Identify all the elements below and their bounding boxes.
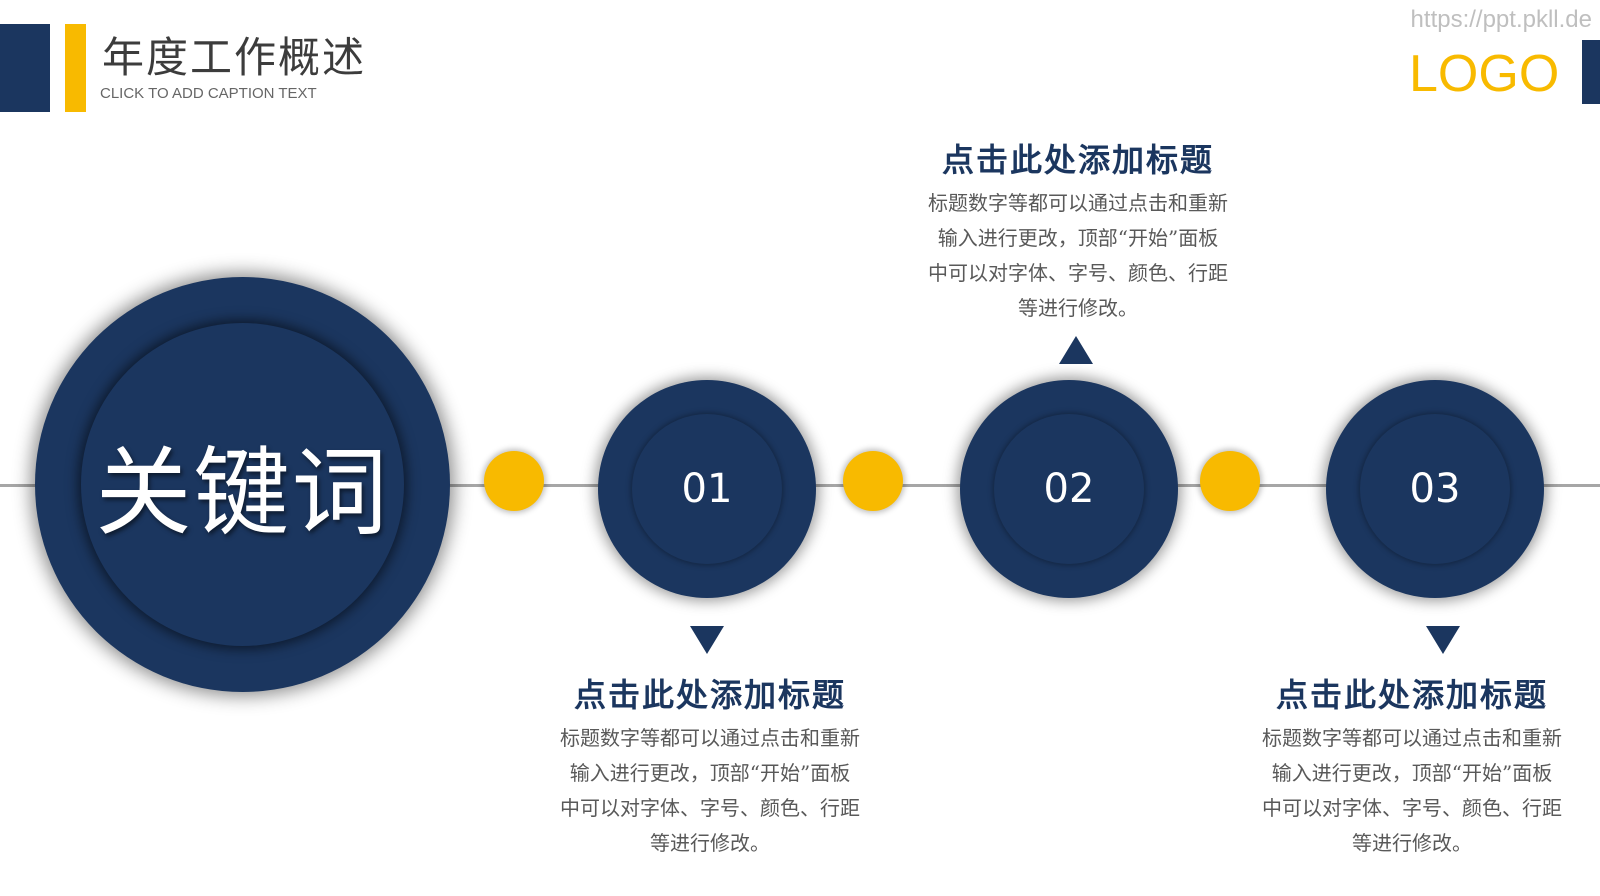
- block-line: 标题数字等都可以通过点击和重新: [560, 726, 860, 750]
- block-line: 输入进行更改，顶部“开始”面板: [937, 226, 1219, 250]
- block-line: 标题数字等都可以通过点击和重新: [1262, 726, 1562, 750]
- block-title[interactable]: 点击此处添加标题: [1275, 676, 1548, 714]
- block-title[interactable]: 点击此处添加标题: [573, 676, 846, 714]
- pointer-up-02: [1059, 336, 1093, 364]
- keyword-text: 关键词: [95, 437, 390, 549]
- timeline-node-02[interactable]: 02: [960, 380, 1178, 598]
- keyword-inner-circle: 关键词: [81, 323, 404, 646]
- block-line: 等进行修改。: [1352, 831, 1472, 855]
- block-line: 中可以对字体、字号、颜色、行距: [560, 796, 860, 820]
- logo-accent-bar: [1582, 40, 1600, 104]
- header-accent-blue: [0, 24, 50, 112]
- header-accent-yellow: [65, 24, 86, 112]
- block-body[interactable]: 标题数字等都可以通过点击和重新 输入进行更改，顶部“开始”面板 中可以对字体、字…: [530, 721, 890, 861]
- text-block-01[interactable]: 点击此处添加标题 标题数字等都可以通过点击和重新 输入进行更改，顶部“开始”面板…: [530, 673, 890, 861]
- text-block-03[interactable]: 点击此处添加标题 标题数字等都可以通过点击和重新 输入进行更改，顶部“开始”面板…: [1232, 673, 1592, 861]
- pointer-down-03: [1426, 626, 1460, 654]
- block-line: 标题数字等都可以通过点击和重新: [928, 191, 1228, 215]
- block-body[interactable]: 标题数字等都可以通过点击和重新 输入进行更改，顶部“开始”面板 中可以对字体、字…: [1232, 721, 1592, 861]
- text-block-02[interactable]: 点击此处添加标题 标题数字等都可以通过点击和重新 输入进行更改，顶部“开始”面板…: [898, 138, 1258, 326]
- block-body[interactable]: 标题数字等都可以通过点击和重新 输入进行更改，顶部“开始”面板 中可以对字体、字…: [898, 186, 1258, 326]
- block-line: 输入进行更改，顶部“开始”面板: [569, 761, 851, 785]
- node-number: 01: [681, 466, 733, 512]
- keyword-circle[interactable]: 关键词: [35, 277, 450, 692]
- watermark-url: https://ppt.pkll.de: [1410, 6, 1592, 33]
- timeline-dot-2: [843, 451, 903, 511]
- timeline-node-03[interactable]: 03: [1326, 380, 1544, 598]
- block-line: 输入进行更改，顶部“开始”面板: [1271, 761, 1553, 785]
- page-caption[interactable]: CLICK TO ADD CAPTION TEXT: [100, 85, 317, 102]
- block-line: 等进行修改。: [1018, 296, 1138, 320]
- node-number: 02: [1043, 466, 1095, 512]
- block-line: 中可以对字体、字号、颜色、行距: [928, 261, 1228, 285]
- page-title[interactable]: 年度工作概述: [102, 33, 367, 82]
- block-line: 等进行修改。: [650, 831, 770, 855]
- node-number: 03: [1409, 466, 1461, 512]
- timeline-dot-3: [1200, 451, 1260, 511]
- pointer-down-01: [690, 626, 724, 654]
- timeline-dot-1: [484, 451, 544, 511]
- logo-text[interactable]: LOGO: [1409, 45, 1560, 103]
- timeline-node-01[interactable]: 01: [598, 380, 816, 598]
- block-line: 中可以对字体、字号、颜色、行距: [1262, 796, 1562, 820]
- block-title[interactable]: 点击此处添加标题: [941, 141, 1214, 179]
